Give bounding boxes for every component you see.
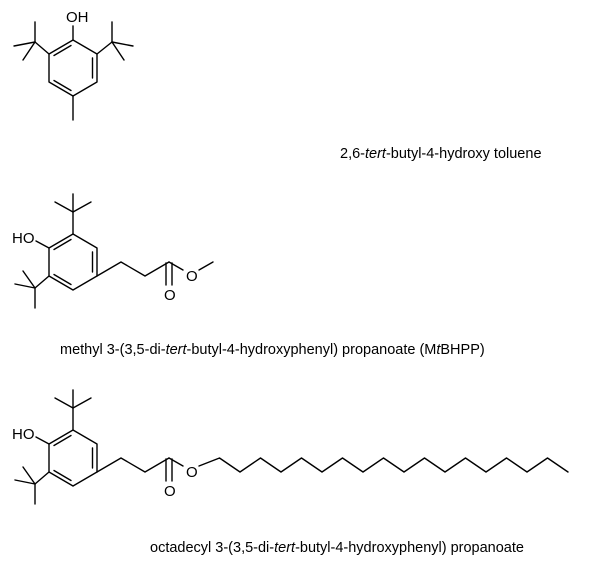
mtbhpp-ester-oxygen-label: O — [186, 268, 198, 285]
caption-bht-italic: tert — [365, 146, 387, 162]
caption-mtbhpp-mid: -butyl-4-hydroxyphenyl) propanoate (M — [187, 342, 437, 358]
mtbhpp-hydroxyl-label: HO — [12, 230, 35, 247]
octadecyl-bonds — [14, 389, 184, 505]
caption-mtbhpp: methyl 3-(3,5-di-tert-butyl-4-hydroxyphe… — [60, 342, 485, 358]
molecule-bht: OH — [13, 9, 134, 121]
caption-octadecyl: octadecyl 3-(3,5-di-tert-butyl-4-hydroxy… — [150, 540, 524, 556]
caption-mtbhpp-italic2: t — [436, 342, 441, 358]
molecule-octadecyl: HO O O — [12, 389, 569, 505]
octadecyl-carbonyl-oxygen-label: O — [164, 483, 176, 500]
caption-bht: 2,6-tert-butyl-4-hydroxy toluene — [340, 146, 542, 162]
caption-octadecyl-post: -butyl-4-hydroxyphenyl) propanoate — [295, 540, 524, 556]
octadecyl-hydroxyl-label: HO — [12, 426, 35, 443]
caption-bht-post: -butyl-4-hydroxy toluene — [386, 146, 542, 162]
caption-mtbhpp-italic: tert — [166, 342, 188, 358]
mtbhpp-bonds — [14, 193, 214, 309]
molecule-mtbhpp: HO O O — [12, 193, 214, 309]
caption-mtbhpp-pre: methyl 3-(3,5-di- — [60, 342, 166, 358]
caption-octadecyl-italic: tert — [274, 540, 296, 556]
mtbhpp-carbonyl-oxygen-label: O — [164, 287, 176, 304]
octadecyl-chain — [198, 457, 569, 473]
caption-octadecyl-pre: octadecyl 3-(3,5-di- — [150, 540, 274, 556]
caption-bht-pre: 2,6- — [340, 146, 365, 162]
caption-mtbhpp-post: BHPP) — [440, 342, 484, 358]
bht-hydroxyl-label: OH — [66, 9, 89, 26]
octadecyl-ester-oxygen-label: O — [186, 464, 198, 481]
bht-bonds — [13, 21, 134, 121]
